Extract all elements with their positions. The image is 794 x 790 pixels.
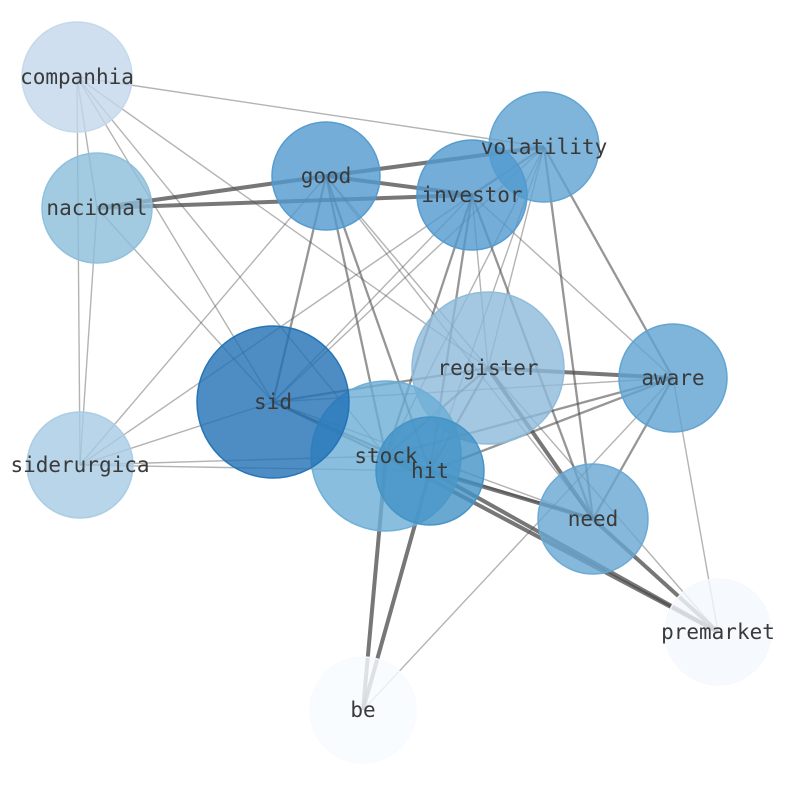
edge-companhia-siderurgica — [76, 76, 81, 466]
node-need — [537, 463, 649, 575]
node-nacional — [41, 152, 153, 264]
node-label-investor: investor — [421, 183, 522, 207]
node-label-register: register — [437, 356, 538, 380]
node-siderurgica — [26, 411, 134, 519]
edge-volatility-need — [542, 146, 595, 520]
node-register — [411, 291, 565, 445]
nodes-layer — [21, 21, 772, 764]
node-investor — [416, 139, 528, 251]
edge-good-siderurgica — [79, 175, 327, 466]
node-label-hit: hit — [411, 459, 449, 483]
edge-companhia-volatility — [76, 76, 545, 148]
node-sid — [196, 325, 350, 479]
node-label-nacional: nacional — [46, 196, 147, 220]
node-label-need: need — [568, 507, 619, 531]
node-label-be: be — [350, 698, 375, 722]
labels-layer: companhia nacional siderurgica register stoc… — [10, 65, 774, 722]
node-be — [309, 656, 417, 764]
node-label-premarket: premarket — [661, 620, 775, 644]
node-aware — [618, 323, 728, 433]
node-label-good: good — [301, 164, 352, 188]
node-label-sid: sid — [254, 390, 292, 414]
edge-companhia-register — [76, 76, 489, 369]
node-label-siderurgica: siderurgica — [10, 453, 149, 477]
node-hit — [375, 416, 485, 526]
node-companhia — [21, 21, 133, 133]
node-label-aware: aware — [641, 366, 704, 390]
node-label-companhia: companhia — [20, 65, 134, 89]
node-good — [271, 121, 381, 231]
node-label-stock: stock — [354, 444, 418, 468]
node-premarket — [664, 578, 772, 686]
edge-aware-be — [362, 377, 674, 711]
node-label-volatility: volatility — [481, 135, 607, 159]
